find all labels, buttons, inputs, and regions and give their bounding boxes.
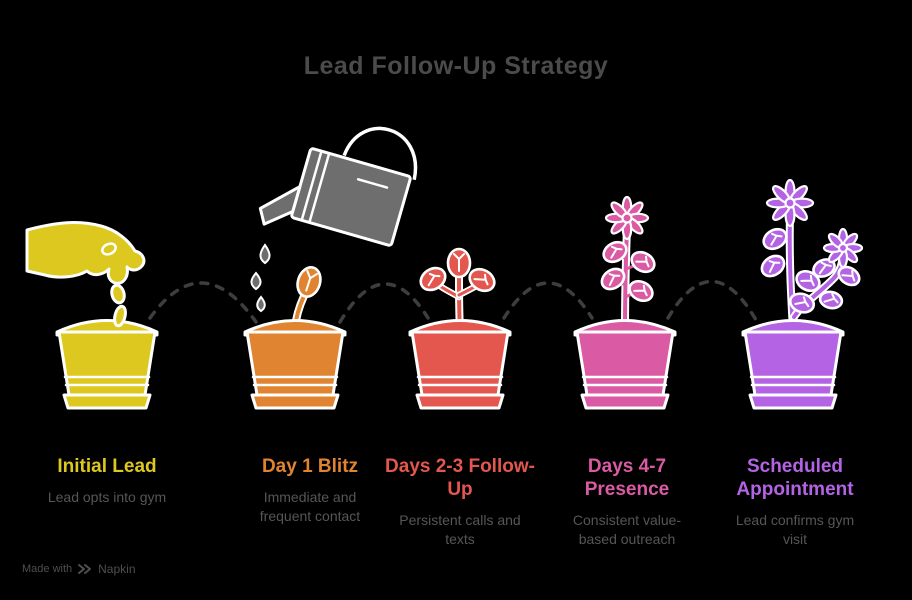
- hand-dropping-seeds-icon: [25, 221, 146, 305]
- stage-days-4-7: Days 4-7 Presence Consistent value-based…: [537, 0, 717, 600]
- footer: Made with Napkin: [22, 562, 136, 576]
- flower-pot-icon: [55, 304, 159, 410]
- napkin-logo-icon: [78, 564, 92, 574]
- stage-3-illustration: [408, 247, 512, 410]
- planted-seed-icon: [113, 304, 127, 328]
- stage-title: Scheduled Appointment: [736, 456, 854, 501]
- stage-title: Day 1 Blitz: [261, 456, 359, 477]
- sprout-icon: [291, 266, 322, 332]
- stage-description: Persistent calls and texts: [399, 512, 521, 548]
- stage-description: Immediate and frequent contact: [259, 489, 361, 525]
- budding-plant-icon: [600, 195, 656, 334]
- flower-icon: [604, 195, 650, 241]
- stage-description: Consistent value-based outreach: [572, 512, 682, 548]
- stage-title: Initial Lead: [57, 456, 157, 477]
- plant-icon: [419, 247, 496, 334]
- flower-pot-icon: [408, 319, 512, 410]
- flower-pot-icon: [243, 319, 347, 410]
- stage-days-2-3: Days 2-3 Follow-Up Persistent calls and …: [370, 0, 550, 600]
- stage-initial-lead: Initial Lead Lead opts into gym: [17, 0, 197, 600]
- stage-title: Days 4-7 Presence: [584, 456, 670, 501]
- stage-4-illustration: [573, 195, 677, 410]
- water-drops-icon: [250, 243, 271, 313]
- stage-scheduled-appointment: Scheduled Appointment Lead confirms gym …: [695, 0, 895, 600]
- stage-1-illustration: [25, 221, 159, 410]
- stage-title: Days 2-3 Follow-Up: [385, 456, 535, 501]
- flower-icon: [765, 178, 815, 228]
- flower-icon: [822, 227, 864, 269]
- seed-icon: [110, 283, 126, 305]
- made-with-label: Made with: [22, 563, 73, 575]
- stage-description: Lead confirms gym visit: [735, 512, 855, 548]
- stage-5-illustration: [741, 178, 864, 410]
- flowering-plants-icon: [760, 178, 864, 334]
- napkin-brand: Napkin: [98, 562, 136, 576]
- stage-description: Lead opts into gym: [47, 489, 167, 506]
- flower-pot-icon: [573, 319, 677, 410]
- page-title: Lead Follow-Up Strategy: [303, 52, 609, 80]
- flower-pot-icon: [741, 319, 845, 410]
